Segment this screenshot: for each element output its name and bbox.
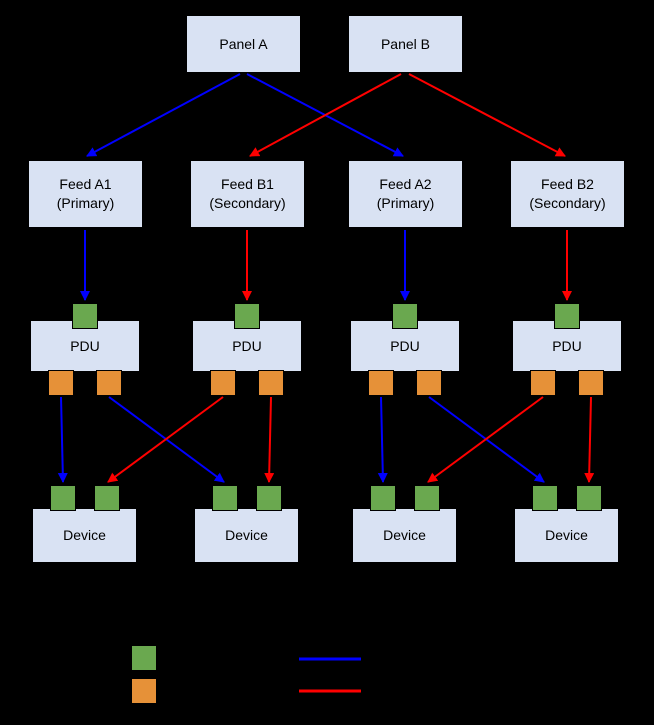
device4-box: Device <box>514 508 619 563</box>
arrow-panel-b-to-feed-b2 <box>408 73 566 157</box>
pdu2-output-port-right-icon <box>258 370 284 396</box>
arrow-pdu1-to-device1 <box>57 396 68 483</box>
device1-box: Device <box>32 508 137 563</box>
device1-input-port-right-icon <box>94 485 120 511</box>
panel-b-box: Panel B <box>348 15 463 73</box>
feed-b1-box: Feed B1 (Secondary) <box>190 160 305 228</box>
feed-b2-label-line1: Feed B2 <box>541 176 594 193</box>
pdu4-box: PDU <box>512 320 622 372</box>
device2-input-port-left-icon <box>212 485 238 511</box>
device1-input-port-left-icon <box>50 485 76 511</box>
arrow-pdu1-to-device2 <box>108 396 225 483</box>
feed-b2-box: Feed B2 (Secondary) <box>510 160 625 228</box>
device4-input-port-left-icon <box>532 485 558 511</box>
arrow-pdu2-to-device1 <box>107 396 224 483</box>
device4-input-port-right-icon <box>576 485 602 511</box>
pdu4-output-port-right-icon <box>578 370 604 396</box>
device4-label: Device <box>545 527 588 544</box>
device2-label: Device <box>225 527 268 544</box>
pdu3-input-port-icon <box>392 303 418 329</box>
arrow-pdu3-to-device3 <box>377 396 388 483</box>
legend-green-swatch-icon <box>131 645 157 671</box>
legend-orange-swatch-icon <box>131 678 157 704</box>
panel-b-label: Panel B <box>380 35 431 52</box>
pdu3-output-port-left-icon <box>368 370 394 396</box>
pdu4-output-port-left-icon <box>530 370 556 396</box>
pdu1-input-port-icon <box>72 303 98 329</box>
pdu4-label: PDU <box>552 337 582 354</box>
pdu2-input-port-icon <box>234 303 260 329</box>
arrow-pdu2-to-device2 <box>264 396 275 483</box>
panel-a-box: Panel A <box>186 15 301 73</box>
feed-a1-label-line2: (Primary) <box>56 195 115 211</box>
feed-b1-label-line1: Feed B1 <box>221 176 274 193</box>
device1-label: Device <box>63 527 106 544</box>
feed-b2-label-line2: (Secondary) <box>529 195 606 211</box>
arrow-panel-a-to-feed-a2 <box>246 73 404 157</box>
pdu3-output-port-right-icon <box>416 370 442 396</box>
device3-input-port-left-icon <box>370 485 396 511</box>
pdu1-output-port-right-icon <box>96 370 122 396</box>
pdu2-box: PDU <box>192 320 302 372</box>
arrow-pdu4-to-device3 <box>427 396 544 483</box>
arrow-pdu4-to-device4 <box>584 396 595 483</box>
feed-b1-label-line2: (Secondary) <box>209 195 286 211</box>
arrow-panel-a-to-feed-a1 <box>86 73 241 157</box>
feed-a1-label-line1: Feed A1 <box>59 176 112 193</box>
arrow-panel-b-to-feed-b1 <box>249 73 402 157</box>
feed-a1-box: Feed A1 (Primary) <box>28 160 143 228</box>
pdu3-label: PDU <box>390 337 420 354</box>
device2-box: Device <box>194 508 299 563</box>
pdu2-output-port-left-icon <box>210 370 236 396</box>
feed-a2-box: Feed A2 (Primary) <box>348 160 463 228</box>
device3-box: Device <box>352 508 457 563</box>
device3-input-port-right-icon <box>414 485 440 511</box>
arrow-pdu3-to-device4 <box>428 396 545 483</box>
device2-input-port-right-icon <box>256 485 282 511</box>
pdu1-output-port-left-icon <box>48 370 74 396</box>
device3-label: Device <box>383 527 426 544</box>
pdu2-label: PDU <box>232 337 262 354</box>
feed-a2-label-line1: Feed A2 <box>379 176 432 193</box>
feed-a2-label-line2: (Primary) <box>376 195 435 211</box>
pdu1-label: PDU <box>70 337 100 354</box>
panel-a-label: Panel A <box>219 35 268 52</box>
pdu4-input-port-icon <box>554 303 580 329</box>
